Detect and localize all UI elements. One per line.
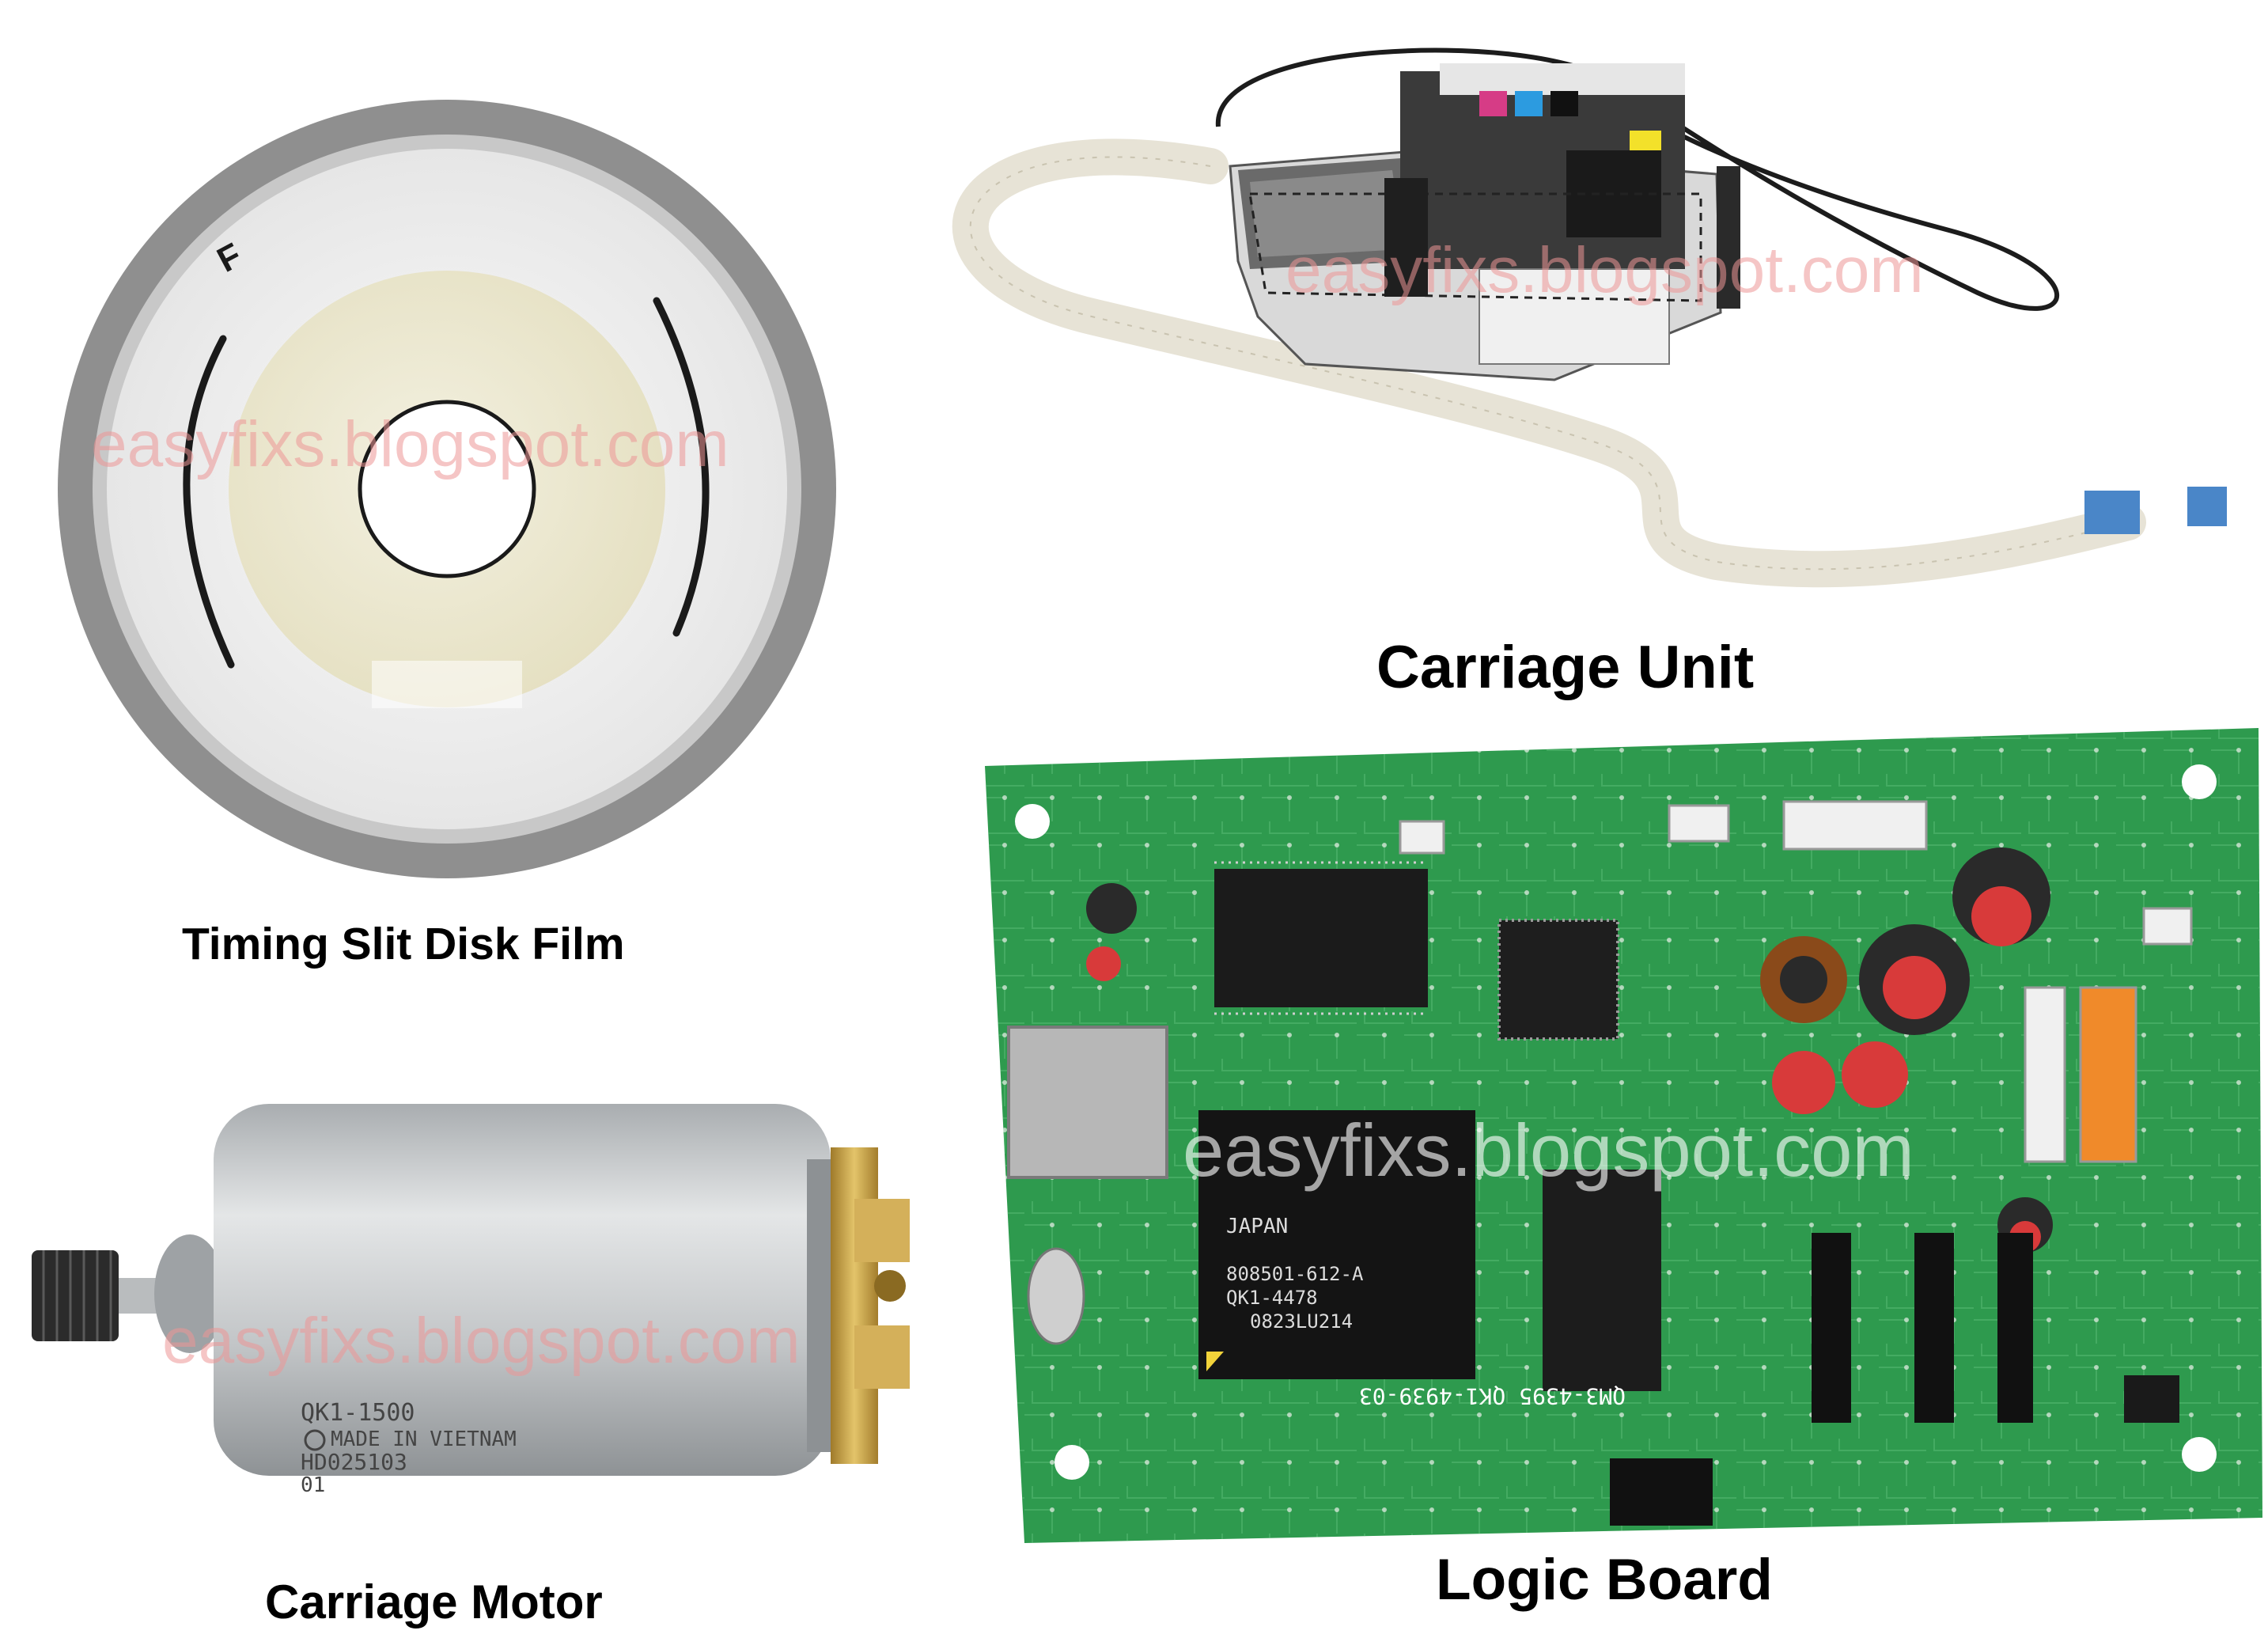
carriage-motor-photo: QK1-1500 MADE IN VIETNAM HD025103 01 <box>0 1080 926 1563</box>
motor-brush-plate <box>831 1147 878 1464</box>
caption-timing-slit-disk-film: Timing Slit Disk Film <box>182 919 625 969</box>
svg-text:HD025103: HD025103 <box>301 1449 407 1475</box>
disk-center-hole <box>358 400 536 578</box>
ribbon-cable <box>952 138 2146 588</box>
watermark-carriage: easyfixs.blogspot.com <box>1285 234 1924 306</box>
svg-text:0823LU214: 0823LU214 <box>1250 1310 1353 1333</box>
caption-logic-board: Logic Board <box>1436 1548 1773 1612</box>
watermark-board: easyfixs.blogspot.com <box>1183 1109 1914 1192</box>
carriage-unit-photo <box>926 32 2262 633</box>
pcb-capacitors <box>1086 847 2053 1253</box>
pcb-main-chip-label: JAPAN 808501-612-A QK1-4478 0823LU214 <box>1226 1215 1364 1333</box>
watermark-disk: easyfixs.blogspot.com <box>91 408 729 480</box>
pcb-ffc-sockets <box>1610 1233 2033 1526</box>
pcb-main-chip <box>1198 1110 1475 1379</box>
ink-black <box>1550 91 1578 116</box>
svg-text:JAPAN: JAPAN <box>1226 1215 1288 1238</box>
svg-text:QK1-4478: QK1-4478 <box>1226 1287 1318 1309</box>
motor-can <box>214 1104 831 1476</box>
pcb-chip-top <box>1214 869 1428 1007</box>
svg-text:808501-612-A: 808501-612-A <box>1226 1263 1364 1285</box>
ink-cyan <box>1515 91 1543 116</box>
carriage-belt <box>1215 47 2060 311</box>
disk-arc-right <box>653 297 710 637</box>
disk-photo: F <box>8 87 886 886</box>
pcb-silkscreen: QM3-4395 QK1-4939-03 <box>1359 1383 1626 1409</box>
watermark-motor: easyfixs.blogspot.com <box>162 1305 801 1377</box>
svg-text:QK1-1500: QK1-1500 <box>301 1399 415 1427</box>
motor-label: QK1-1500 MADE IN VIETNAM HD025103 01 <box>301 1399 517 1497</box>
pcb-memory-chip <box>1543 1170 1661 1391</box>
caption-carriage-motor: Carriage Motor <box>265 1575 603 1629</box>
pcb-port-block <box>1007 1026 1168 1179</box>
pcb-chip-small <box>1497 919 1619 1041</box>
ink-magenta <box>1479 91 1507 116</box>
svg-text:MADE IN VIETNAM: MADE IN VIETNAM <box>331 1428 517 1451</box>
caption-carriage-unit: Carriage Unit <box>1376 634 1755 701</box>
logic-board-photo: JAPAN 808501-612-A QK1-4478 0823LU214 <box>977 726 2266 1543</box>
disk-arc-left <box>183 335 235 669</box>
svg-text:01: 01 <box>301 1473 325 1497</box>
pcb-connectors <box>1399 800 2193 1163</box>
